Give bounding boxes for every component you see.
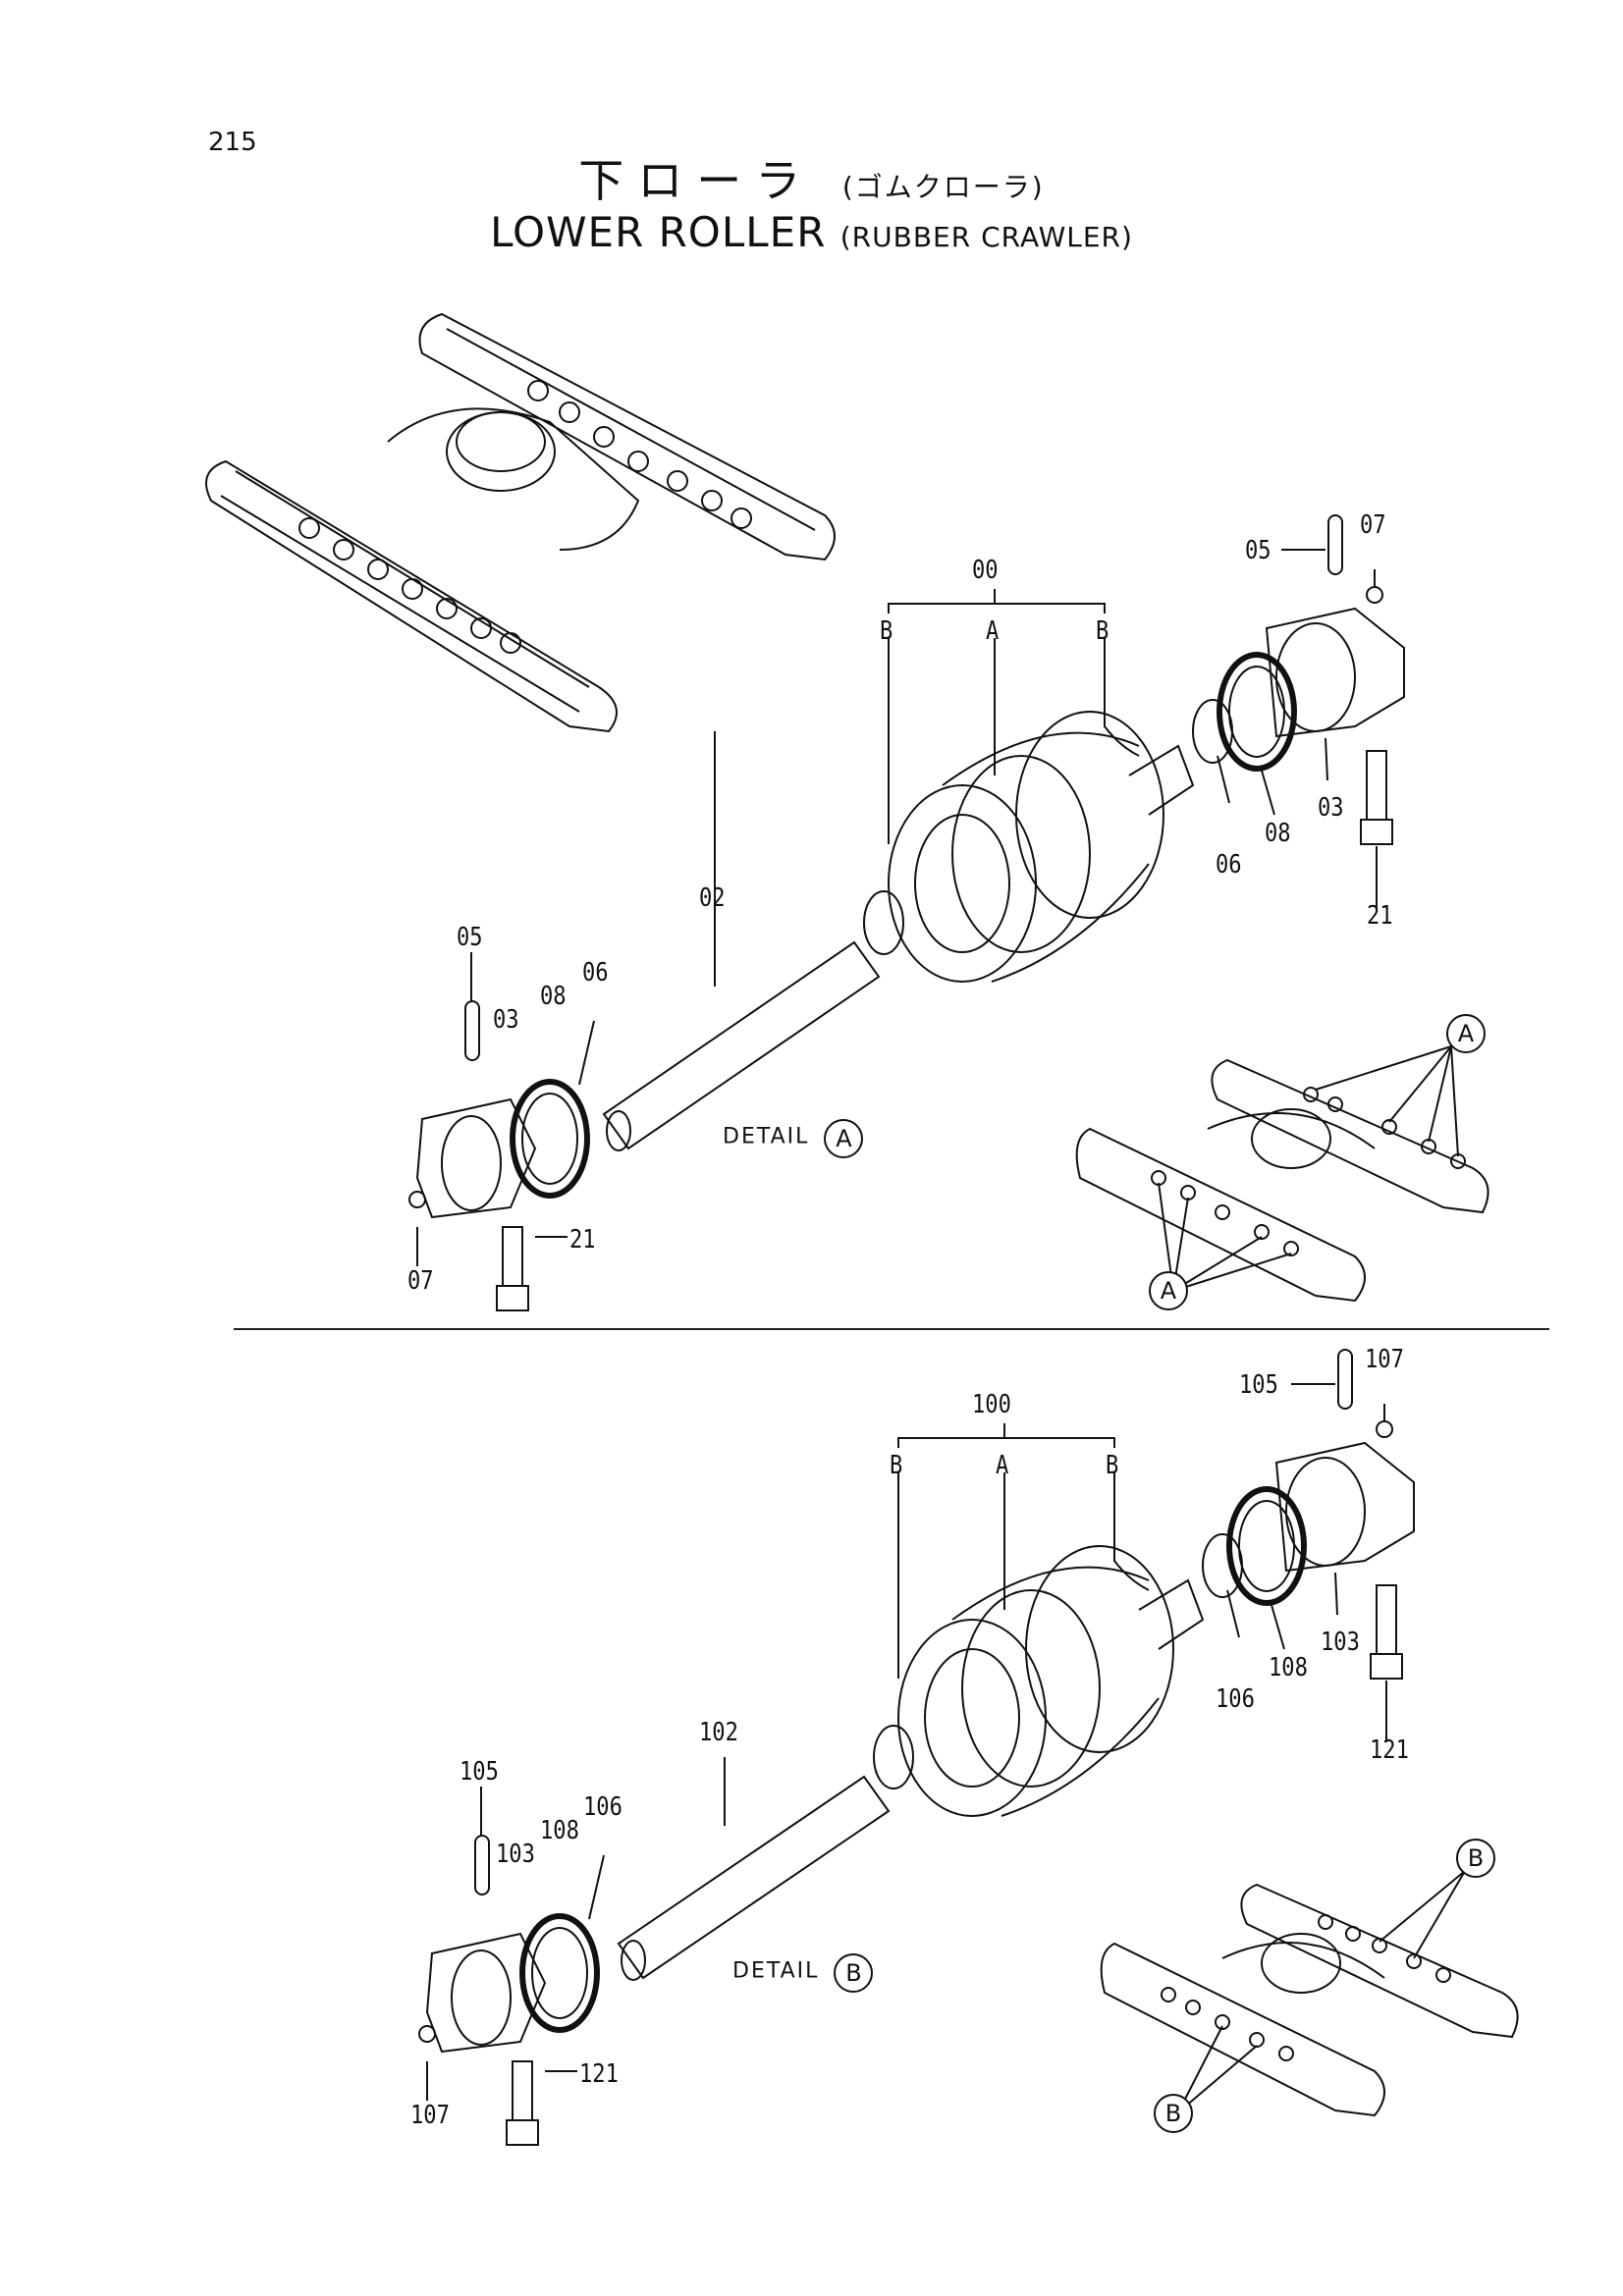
callout-a-top: A: [1446, 1014, 1486, 1053]
part-label-102: 102: [699, 1718, 738, 1747]
undercarriage-overview-top: [206, 314, 835, 731]
title-japanese-sub: (ゴムクローラ): [841, 171, 1045, 203]
detail-b-letter: B: [834, 1953, 874, 1993]
part-label-103-left: 103: [496, 1840, 535, 1869]
section-divider: [234, 1328, 1549, 1330]
part-label-05-left: 05: [457, 923, 483, 952]
part-label-a-2: A: [996, 1451, 1009, 1480]
callout-b-top: B: [1456, 1839, 1495, 1878]
part-label-06-left: 06: [582, 958, 609, 988]
callout-a-bottom: A: [1149, 1271, 1188, 1310]
part-label-03-right: 03: [1318, 793, 1344, 823]
detail-a-letter: A: [824, 1119, 864, 1158]
part-label-07-right: 07: [1360, 510, 1386, 540]
part-label-00: 00: [972, 556, 999, 585]
part-label-103-right: 103: [1321, 1628, 1360, 1657]
title-english: LOWER ROLLER (RUBBER CRAWLER): [0, 208, 1623, 256]
callout-b-bottom: B: [1154, 2094, 1193, 2133]
detail-b-caption: DETAIL B: [732, 1953, 874, 1993]
part-label-b-right: B: [1096, 616, 1109, 646]
undercarriage-detail-a: [1077, 1046, 1488, 1301]
part-label-b-right-2: B: [1106, 1451, 1119, 1480]
title-japanese: 下ローラ (ゴムクローラ): [0, 145, 1623, 210]
title-english-sub: (RUBBER CRAWLER): [839, 221, 1133, 253]
part-label-108-right: 108: [1269, 1653, 1308, 1682]
part-label-108-left: 108: [540, 1816, 579, 1845]
part-label-06-right: 06: [1216, 850, 1242, 880]
undercarriage-detail-b: [1102, 1871, 1518, 2115]
roller-assembly-b: [419, 1350, 1414, 2145]
roller-row-rear: [528, 381, 751, 528]
title-japanese-main: 下ローラ: [578, 154, 815, 207]
roller-assembly-a: [409, 515, 1404, 1310]
part-label-05-right: 05: [1245, 536, 1271, 565]
part-label-105-left: 105: [460, 1757, 499, 1787]
detail-a-caption: DETAIL A: [723, 1119, 864, 1158]
part-label-107-right: 107: [1365, 1345, 1404, 1374]
part-label-21-right: 21: [1367, 901, 1393, 931]
part-label-121-right: 121: [1370, 1735, 1409, 1765]
part-label-a: A: [986, 616, 1000, 646]
part-label-106-left: 106: [583, 1792, 622, 1822]
part-label-b-left-2: B: [890, 1451, 903, 1480]
page-number: 215: [208, 128, 257, 157]
part-label-105-right: 105: [1239, 1370, 1278, 1400]
part-label-100: 100: [972, 1390, 1011, 1419]
title-english-main: LOWER ROLLER: [490, 208, 827, 256]
part-label-21-left: 21: [569, 1225, 596, 1255]
part-label-107-left: 107: [410, 2101, 450, 2130]
part-label-02: 02: [699, 883, 726, 913]
part-label-b-left: B: [880, 616, 893, 646]
roller-row-front: [299, 518, 520, 653]
part-label-121-left: 121: [579, 2059, 619, 2089]
part-label-03-left: 03: [493, 1005, 519, 1035]
part-label-106-right: 106: [1216, 1684, 1255, 1714]
part-label-07-left: 07: [407, 1266, 434, 1296]
detail-a-label: DETAIL: [723, 1124, 810, 1149]
part-label-08-right: 08: [1265, 819, 1291, 848]
detail-b-label: DETAIL: [732, 1958, 820, 1984]
part-label-08-left: 08: [540, 982, 567, 1011]
